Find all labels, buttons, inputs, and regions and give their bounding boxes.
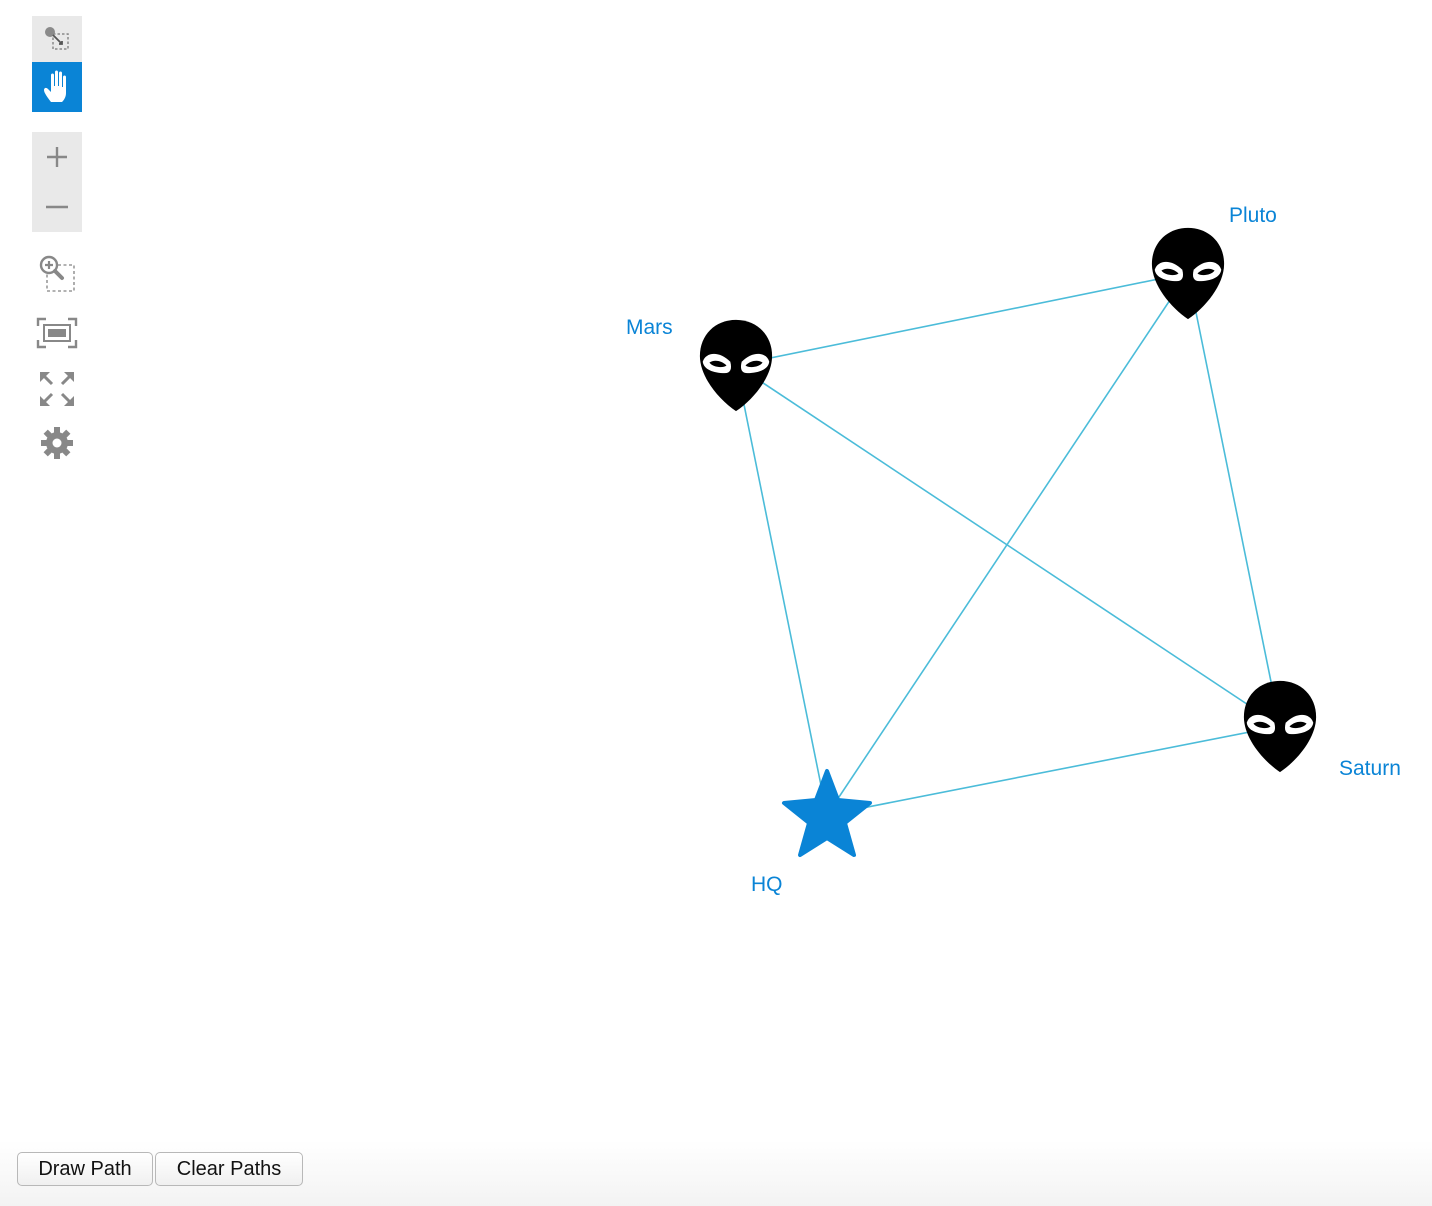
node-pluto[interactable]: Pluto bbox=[1151, 204, 1277, 320]
select-tool-button[interactable] bbox=[32, 16, 82, 62]
fit-screen-icon bbox=[36, 317, 78, 349]
edge-mars-pluto[interactable] bbox=[735, 272, 1189, 366]
fullscreen-button[interactable] bbox=[32, 366, 82, 412]
alien-head-icon bbox=[1151, 227, 1225, 320]
zoom-out-button[interactable] bbox=[32, 182, 82, 232]
alien-head-icon bbox=[1243, 680, 1317, 773]
hand-icon bbox=[44, 70, 66, 102]
zoom-to-selection-button[interactable] bbox=[32, 248, 82, 298]
node-saturn[interactable]: Saturn bbox=[1243, 680, 1401, 780]
graph-canvas[interactable]: Mars Pluto Saturn HQ bbox=[0, 0, 1432, 1140]
plus-icon bbox=[47, 147, 67, 167]
clear-paths-button[interactable]: Clear Paths bbox=[155, 1152, 303, 1186]
gear-icon bbox=[41, 427, 73, 459]
edge-saturn-hq[interactable] bbox=[826, 725, 1281, 816]
pan-tool-button[interactable] bbox=[32, 62, 82, 112]
graph-edges bbox=[735, 272, 1281, 816]
node-label-mars: Mars bbox=[626, 316, 673, 339]
zoom-region-icon bbox=[39, 255, 75, 292]
action-bar: Draw Path Clear Paths bbox=[0, 1140, 1432, 1206]
fit-to-screen-button[interactable] bbox=[32, 310, 82, 356]
node-hq[interactable]: HQ bbox=[751, 769, 872, 896]
edge-mars-saturn[interactable] bbox=[735, 364, 1281, 727]
node-label-hq: HQ bbox=[751, 873, 783, 896]
expand-arrows-icon bbox=[40, 372, 74, 406]
minus-icon bbox=[46, 205, 68, 209]
draw-path-button[interactable]: Draw Path bbox=[17, 1152, 153, 1186]
node-mars[interactable]: Mars bbox=[626, 316, 773, 412]
alien-head-icon bbox=[699, 319, 773, 412]
node-label-pluto: Pluto bbox=[1229, 204, 1277, 227]
select-pointer-icon bbox=[45, 27, 69, 50]
settings-button[interactable] bbox=[32, 420, 82, 466]
star-icon bbox=[782, 769, 872, 857]
zoom-in-button[interactable] bbox=[32, 132, 82, 182]
edge-pluto-hq[interactable] bbox=[826, 272, 1189, 816]
edge-pluto-saturn[interactable] bbox=[1187, 272, 1281, 727]
edge-mars-hq[interactable] bbox=[735, 364, 828, 816]
node-label-saturn: Saturn bbox=[1339, 757, 1401, 780]
